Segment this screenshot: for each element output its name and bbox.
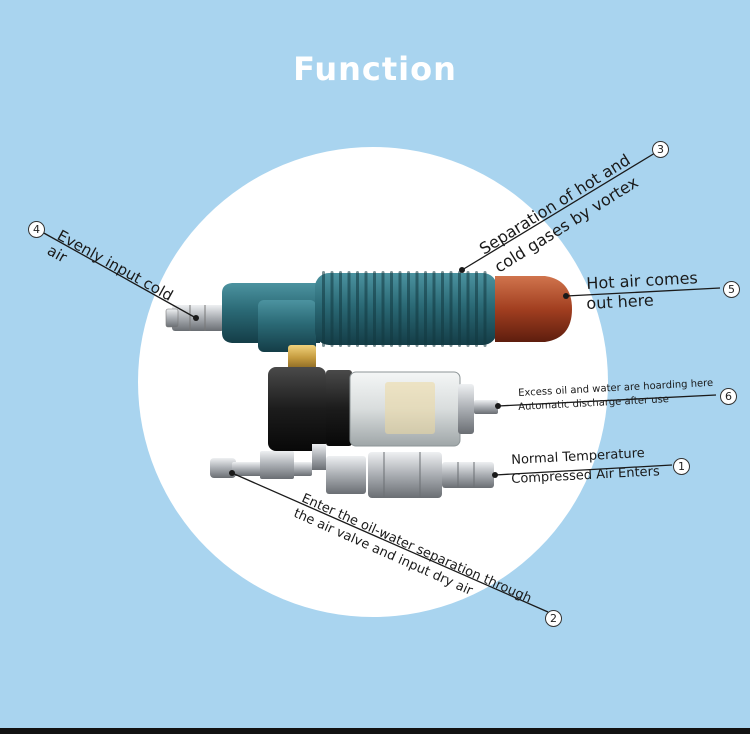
leader-dot-3 bbox=[459, 267, 465, 273]
leader-line-5 bbox=[565, 287, 721, 297]
leader-line-4 bbox=[41, 231, 197, 319]
filter-bowl bbox=[349, 371, 498, 447]
filter-head bbox=[268, 367, 352, 451]
brass-connector bbox=[288, 345, 316, 371]
leader-dots bbox=[193, 267, 569, 478]
cooling-fins bbox=[322, 271, 487, 347]
marker-1: 1 bbox=[673, 458, 690, 475]
label-5-line-2: out here bbox=[585, 290, 655, 313]
leader-dot-5 bbox=[563, 293, 569, 299]
leader-dot-6 bbox=[495, 403, 501, 409]
marker-3: 3 bbox=[652, 141, 669, 158]
leader-dot-2 bbox=[229, 470, 235, 476]
leader-line-2 bbox=[231, 472, 549, 613]
leader-lines bbox=[41, 149, 721, 613]
vortex-tube-body bbox=[222, 273, 497, 352]
leader-line-1 bbox=[494, 464, 673, 476]
leader-dot-1 bbox=[492, 472, 498, 478]
leader-dot-4 bbox=[193, 315, 199, 321]
marker-6: 6 bbox=[720, 388, 737, 405]
hot-end-cap bbox=[495, 276, 572, 342]
page-title: Function bbox=[293, 50, 457, 88]
leader-line-6 bbox=[497, 394, 717, 407]
marker-2: 2 bbox=[545, 610, 562, 627]
marker-4: 4 bbox=[28, 221, 45, 238]
inlet-assembly bbox=[210, 444, 494, 498]
leader-line-3 bbox=[461, 149, 661, 271]
marker-5: 5 bbox=[723, 281, 740, 298]
